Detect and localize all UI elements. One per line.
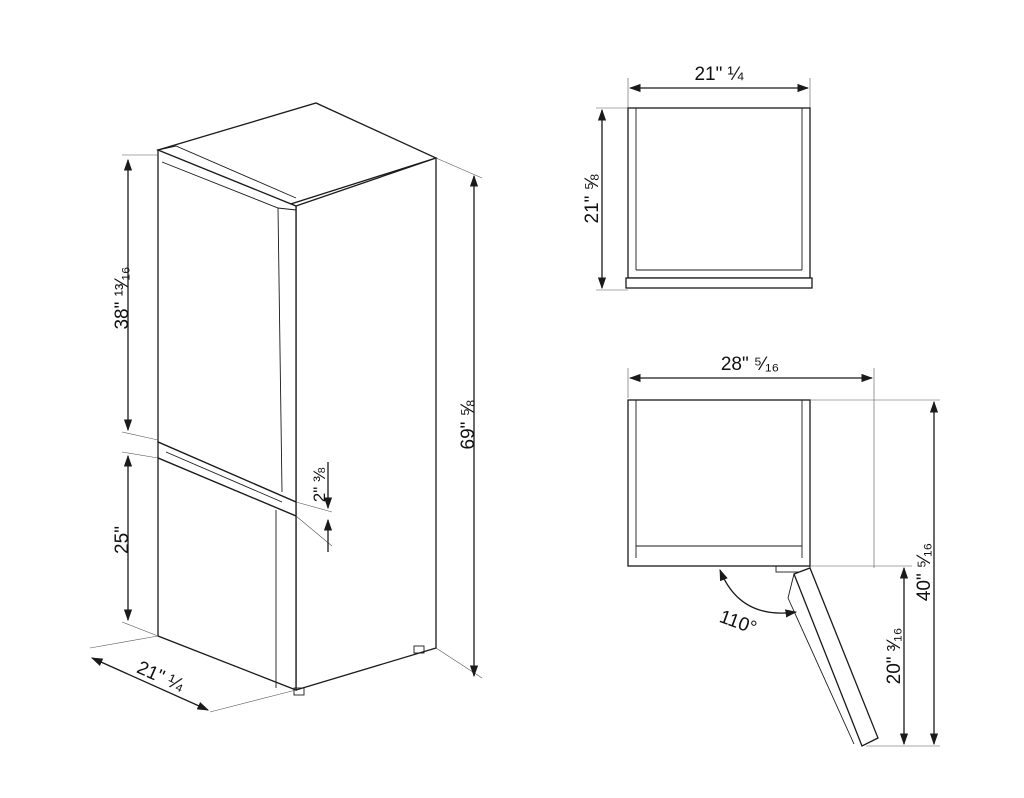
overall-height-label: 69" ⅝ (458, 400, 479, 449)
plan-view-body (627, 399, 811, 567)
rear-foot (413, 645, 425, 654)
plan-width-label: 28" ⁵⁄₁₆ (721, 354, 779, 375)
upper-door (157, 149, 297, 503)
top-view-body (627, 107, 811, 279)
door-offset-label: 20" ³⁄₁₆ (884, 628, 905, 685)
fridge-top-view: 21" ¼ 21" ⅝ (582, 64, 813, 291)
fridge-side-panel (295, 157, 437, 691)
plan-depth-label: 40" ⁵⁄₁₆ (914, 543, 935, 601)
upper-door-height-label: 38" ¹³⁄₁₆ (112, 266, 133, 329)
open-door (793, 567, 879, 747)
door-angle-label: 110° (716, 606, 759, 639)
top-view-door (625, 277, 813, 289)
gap-height-label: 2" ⅜ (310, 467, 329, 502)
lower-door-height-label: 25" (112, 526, 133, 554)
fridge-plan-view: 28" ⁵⁄₁₆ 110° 40" ⁵⁄₁₆ 20" ³⁄₁₆ (627, 354, 940, 747)
fridge-perspective-view: 38" ¹³⁄₁₆ 25" 69" ⅝ 2" ⅜ 21" ¼ (89, 102, 483, 713)
perspective-depth-label: 21" ¼ (134, 657, 188, 697)
front-foot (293, 687, 305, 696)
top-depth-label: 21" ⅝ (582, 174, 603, 223)
top-width-label: 21" ¼ (694, 64, 744, 85)
